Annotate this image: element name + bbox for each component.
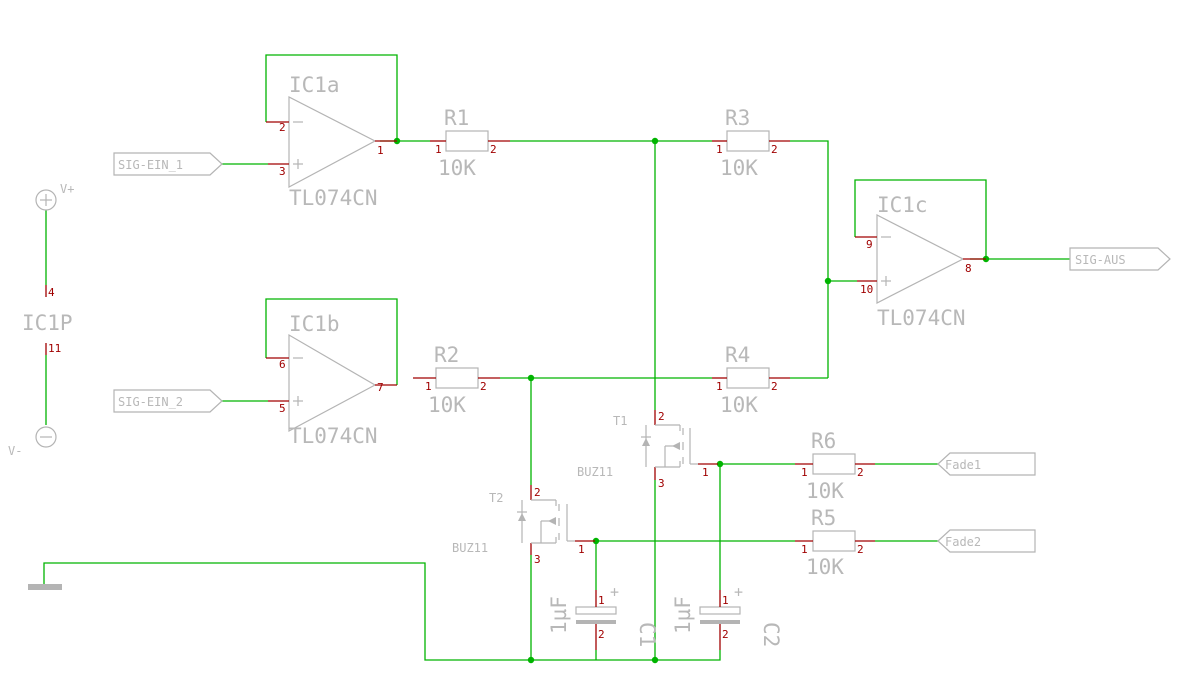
pin-label: 2 xyxy=(658,410,665,423)
power-ic1p[interactable]: V+ V- IC1P 4 11 xyxy=(8,182,74,458)
resistor-r1-value: 10K xyxy=(438,156,476,180)
port-sig-ein-2[interactable]: SIG-EIN_2 xyxy=(113,389,223,413)
pin-label: 1 xyxy=(716,143,723,156)
pin-label: 1 xyxy=(377,144,384,157)
opamp-ic1c-value: TL074CN xyxy=(877,306,966,330)
opamp-ic1a[interactable]: IC1a TL074CN 2 3 1 xyxy=(266,73,397,210)
pin-label: 3 xyxy=(534,553,541,566)
nets xyxy=(43,54,1070,661)
port-fade1-label: Fade1 xyxy=(945,458,981,472)
resistor-r4-name: R4 xyxy=(725,343,750,367)
opamp-ic1b-name: IC1b xyxy=(289,312,340,336)
pin-label: 2 xyxy=(279,121,286,134)
resistor-r3-value: 10K xyxy=(720,156,758,180)
capacitor-c1-value: 1µF xyxy=(547,596,571,634)
pin-label: 3 xyxy=(658,477,665,490)
vplus-label: V+ xyxy=(60,182,74,196)
pin-label: 9 xyxy=(866,238,873,251)
port-fade2-label: Fade2 xyxy=(945,535,981,549)
resistor-r6-name: R6 xyxy=(811,429,836,453)
resistor-r2-name: R2 xyxy=(434,343,459,367)
opamp-ic1c[interactable]: IC1c TL074CN 9 10 8 xyxy=(855,193,986,330)
pin-label: 7 xyxy=(377,381,384,394)
resistor-r1[interactable]: R1 10K 1 2 xyxy=(430,106,510,180)
resistor-r2[interactable]: R2 10K 1 2 xyxy=(413,343,500,417)
resistor-r6[interactable]: R6 10K 1 2 xyxy=(795,429,875,503)
capacitor-c2-plus: + xyxy=(734,583,743,601)
pin-label: 3 xyxy=(279,165,286,178)
resistor-r3-name: R3 xyxy=(725,106,750,130)
pin-label: 5 xyxy=(279,402,286,415)
resistor-r3[interactable]: R3 10K 1 2 xyxy=(712,106,790,180)
resistor-r5[interactable]: R5 10K 1 2 xyxy=(795,506,875,579)
pin-label: 1 xyxy=(425,380,432,393)
resistor-r2-value: 10K xyxy=(428,393,466,417)
resistor-r4[interactable]: R4 10K 1 2 xyxy=(712,343,790,417)
pin-label: 2 xyxy=(771,380,778,393)
mosfet-t1[interactable]: T1 BUZ11 2 1 3 xyxy=(577,410,718,490)
resistor-r5-value: 10K xyxy=(806,555,844,579)
port-fade2[interactable]: Fade2 xyxy=(937,529,1036,553)
mosfet-t2-value: BUZ11 xyxy=(452,541,488,555)
resistor-r1-name: R1 xyxy=(444,106,469,130)
pin-label: 2 xyxy=(722,628,729,641)
pin-label: 1 xyxy=(435,143,442,156)
pin-label: 2 xyxy=(490,143,497,156)
capacitor-c2-value: 1µF xyxy=(671,596,695,634)
capacitor-c1[interactable]: + 1µF C1 1 2 xyxy=(547,583,659,650)
mosfet-t2[interactable]: T2 BUZ11 2 1 3 xyxy=(452,485,595,566)
pin-label: 10 xyxy=(860,283,873,296)
port-fade1[interactable]: Fade1 xyxy=(937,452,1036,476)
opamp-ic1a-name: IC1a xyxy=(289,73,340,97)
capacitor-c1-name: C1 xyxy=(635,622,659,647)
pin-label: 1 xyxy=(716,380,723,393)
port-sig-ein-1-label: SIG-EIN_1 xyxy=(118,158,183,172)
mosfet-t1-name: T1 xyxy=(613,414,627,428)
pin-label: 8 xyxy=(965,262,972,275)
pin-label: 2 xyxy=(598,628,605,641)
mosfet-t1-value: BUZ11 xyxy=(577,465,613,479)
pin-label: 1 xyxy=(722,594,729,607)
pin-label: 2 xyxy=(771,143,778,156)
pin-label: 4 xyxy=(48,286,55,299)
port-sig-aus-label: SIG-AUS xyxy=(1075,253,1126,267)
capacitor-c1-plus: + xyxy=(610,583,619,601)
pin-label: 2 xyxy=(534,486,541,499)
resistor-r5-name: R5 xyxy=(811,506,836,530)
pin-label: 2 xyxy=(480,380,487,393)
pin-label: 1 xyxy=(578,543,585,556)
port-sig-ein-1[interactable]: SIG-EIN_1 xyxy=(113,152,223,176)
opamp-ic1b[interactable]: IC1b TL074CN 6 5 7 xyxy=(266,312,397,448)
opamp-ic1c-name: IC1c xyxy=(877,193,928,217)
capacitor-c2[interactable]: + 1µF C2 1 2 xyxy=(671,583,783,650)
pin-label: 2 xyxy=(857,466,864,479)
port-sig-ein-2-label: SIG-EIN_2 xyxy=(118,395,183,409)
ground-symbol xyxy=(28,584,62,590)
pin-label: 2 xyxy=(857,543,864,556)
resistor-r6-value: 10K xyxy=(806,479,844,503)
pin-label: 6 xyxy=(279,358,286,371)
mosfet-t2-name: T2 xyxy=(489,491,503,505)
pin-label: 1 xyxy=(598,594,605,607)
opamp-ic1a-value: TL074CN xyxy=(289,186,378,210)
opamp-ic1b-value: TL074CN xyxy=(289,424,378,448)
capacitor-c2-name: C2 xyxy=(759,622,783,647)
port-sig-aus[interactable]: SIG-AUS xyxy=(1069,247,1171,271)
resistor-r4-value: 10K xyxy=(720,393,758,417)
vminus-label: V- xyxy=(8,444,22,458)
pin-label: 1 xyxy=(702,466,709,479)
pin-label: 1 xyxy=(801,466,808,479)
power-ic1p-name: IC1P xyxy=(22,311,73,335)
pin-label: 1 xyxy=(801,543,808,556)
pin-label: 11 xyxy=(48,342,61,355)
